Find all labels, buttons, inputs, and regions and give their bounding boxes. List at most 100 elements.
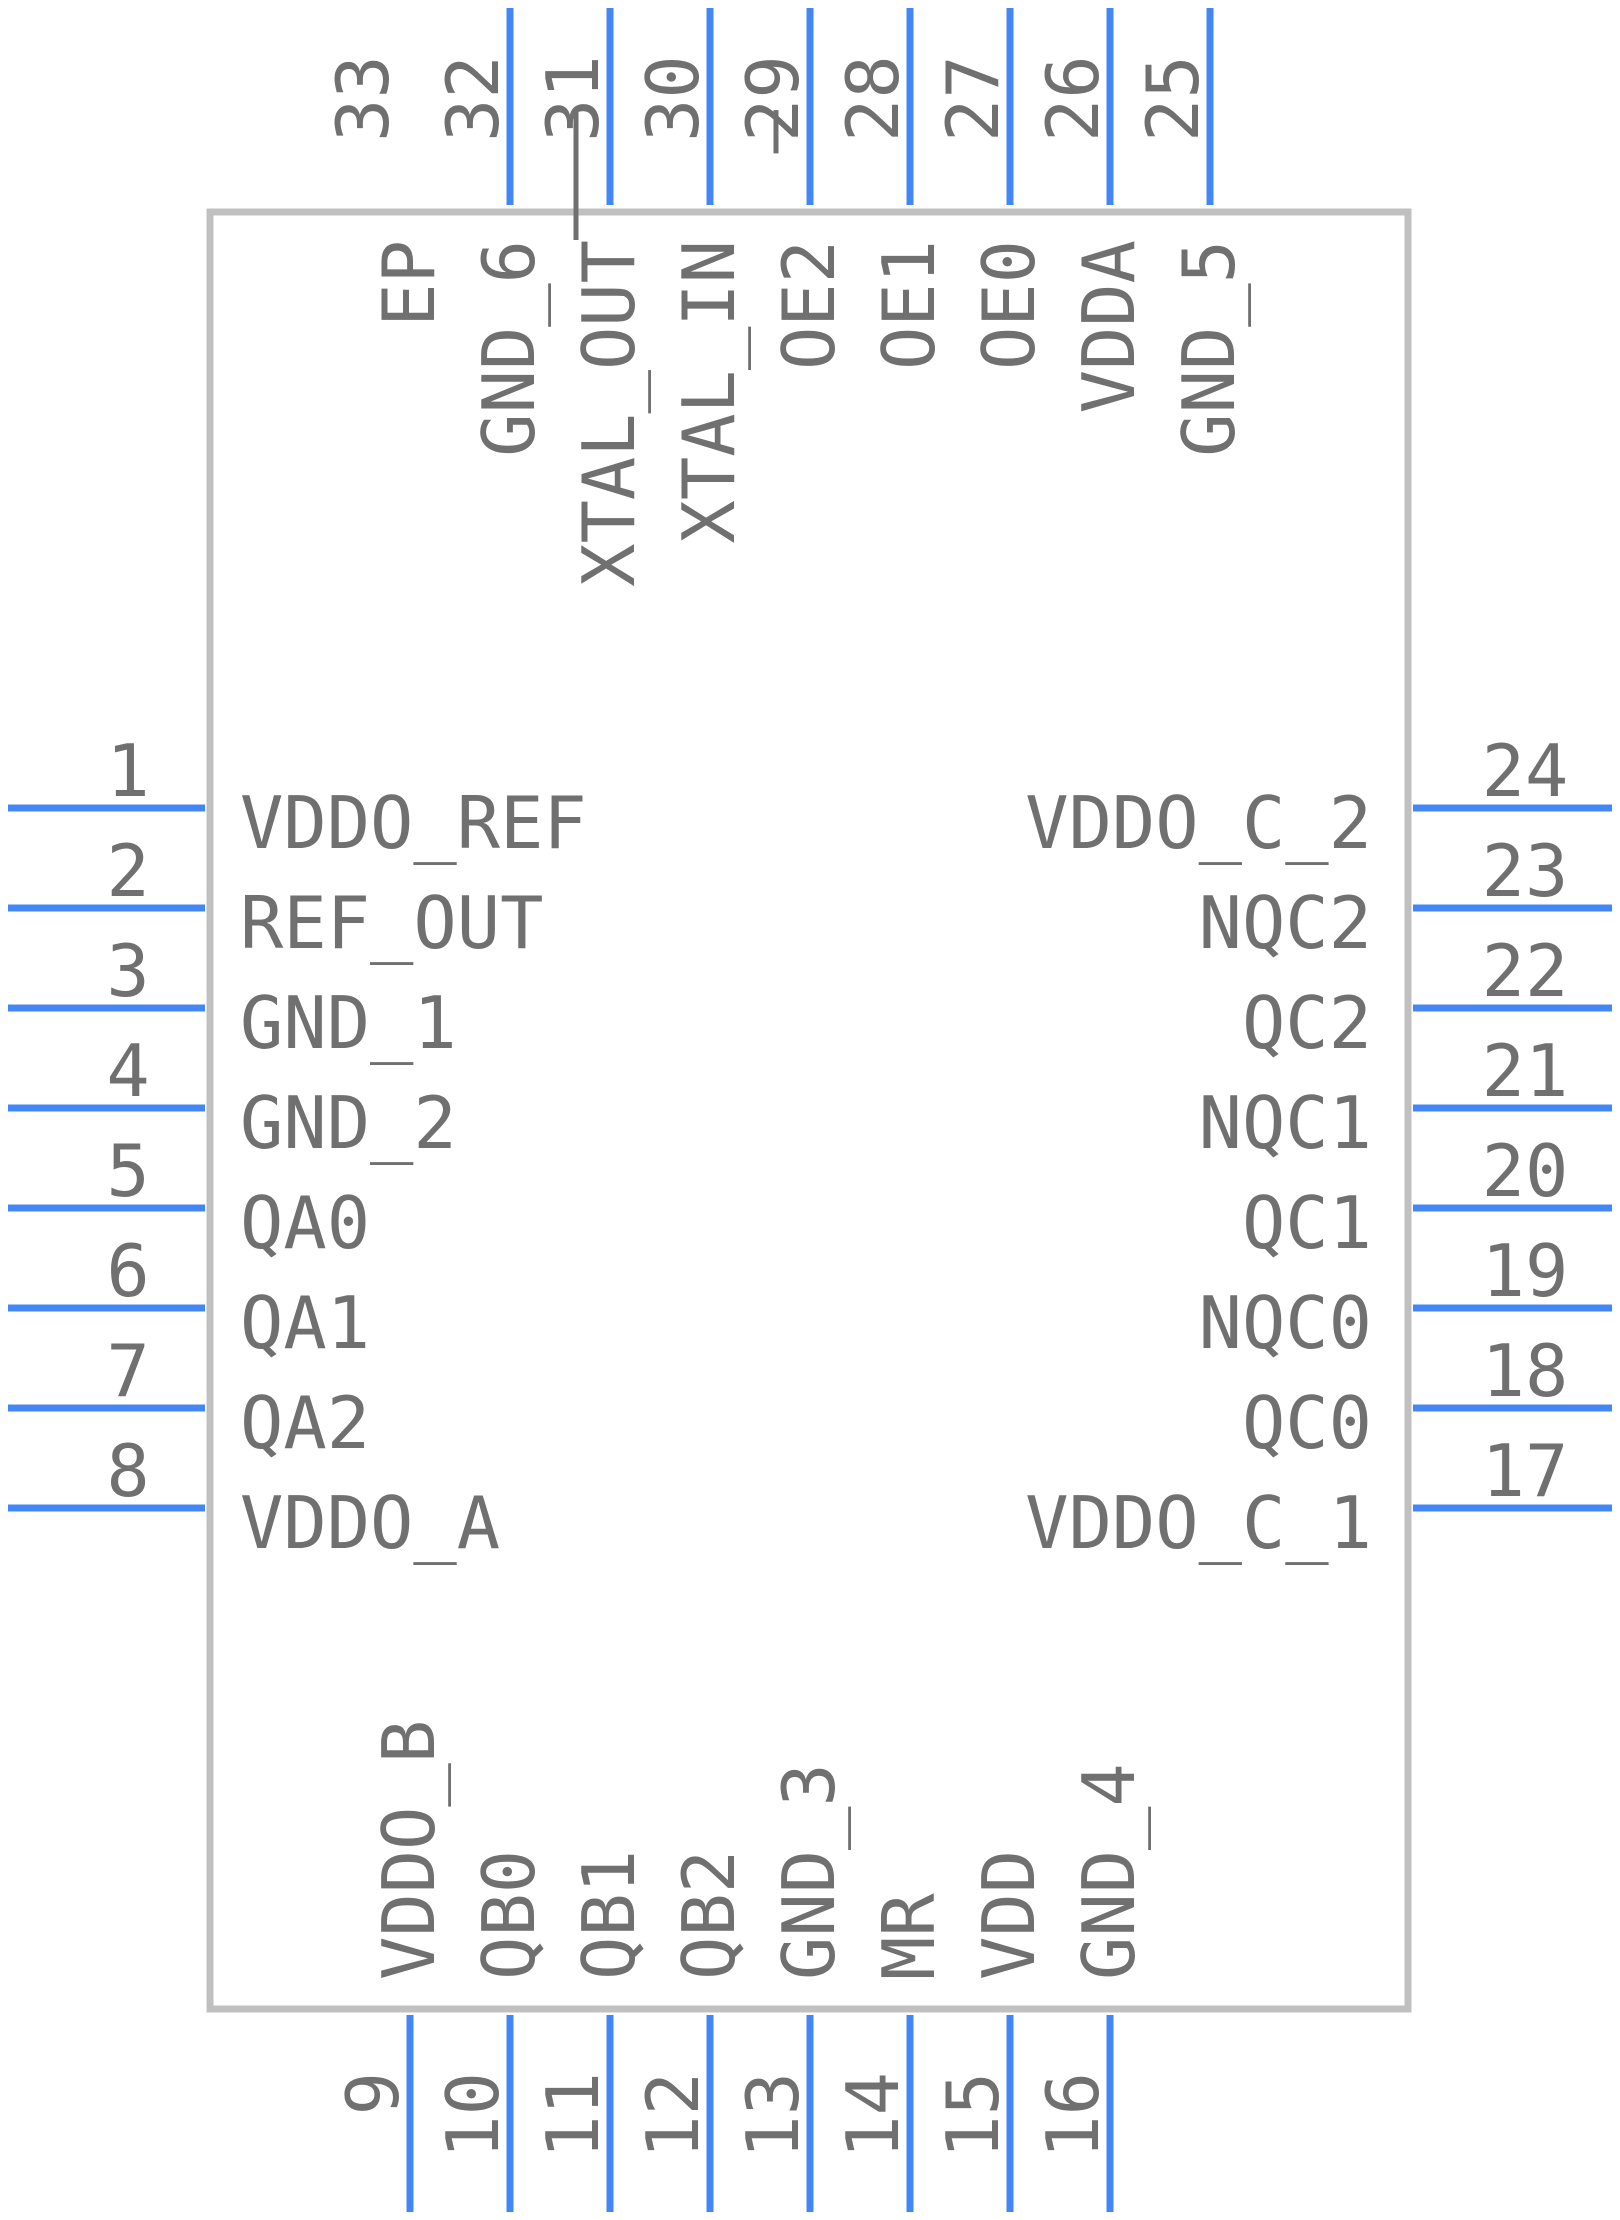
pin-name: QB0 (467, 1850, 551, 1980)
pin-name: GND_1 (240, 981, 457, 1065)
pin-name: QB1 (567, 1850, 651, 1980)
pin-name: GND_2 (240, 1081, 457, 1165)
pin-number: 4 (106, 1029, 149, 1113)
pin-name: VDDO_A (240, 1481, 500, 1565)
pin-12: 12 QB2 (631, 1850, 751, 2212)
pin-name: QA2 (240, 1381, 370, 1465)
pin-name: QC2 (1242, 981, 1372, 1065)
pin-number: 1 (106, 729, 149, 813)
pin-name: QA0 (240, 1181, 370, 1265)
top-pins: 33EP32GND_631XTAL_OUT30XTAL_IN29OE228OE1… (321, 8, 1251, 587)
pin-name: VDDO_REF (240, 781, 587, 865)
pin-number: 10 (431, 2072, 515, 2159)
pin-number: 16 (1031, 2072, 1115, 2159)
pin-name: XTAL_IN (667, 240, 751, 543)
pin-number: 27 (931, 55, 1015, 142)
pin-number: 20 (1482, 1129, 1569, 1213)
pin-name: XTAL_OUT (567, 240, 651, 587)
pin-name: REF_OUT (240, 881, 543, 965)
right-pins: 24VDDO_C_223NQC222QC221NQC120QC119NQC018… (1025, 729, 1612, 1565)
pin-name: NQC2 (1199, 881, 1372, 965)
pin-number: 6 (106, 1229, 149, 1313)
pin-name: MR (867, 1893, 951, 1980)
pin-name: QC1 (1242, 1181, 1372, 1265)
pin-number: 5 (106, 1129, 149, 1213)
pin-name: OE0 (967, 240, 1051, 370)
pin-name: VDDA (1067, 240, 1151, 413)
pin-number: 13 (731, 2072, 815, 2159)
pin-number: 2 (106, 829, 149, 913)
left-pins: 1VDDO_REF2REF_OUT3GND_14GND_25QA06QA17QA… (8, 729, 587, 1565)
pin-9: 9 VDDO_B (331, 1720, 451, 2212)
pin-number: 31 (531, 55, 615, 142)
pin-name: GND_4 (1067, 1763, 1151, 1980)
pin-number: 9 (331, 2072, 415, 2115)
pin-10: 10 QB0 (431, 1850, 551, 2212)
pin-number: 24 (1482, 729, 1569, 813)
pin-number: 30 (631, 55, 715, 142)
bottom-pins: 9 VDDO_B 10 QB0 11 QB1 12 QB2 13 GND_3 14 MR15VDD16… (331, 1720, 1151, 2212)
pin-name: NQC1 (1199, 1081, 1372, 1165)
pin-number: 33 (321, 55, 405, 142)
pin-number: 32 (431, 55, 515, 142)
pin-13: 13 GND_3 (731, 1763, 851, 2212)
pin-number: 8 (106, 1429, 149, 1513)
pin-number: 7 (106, 1329, 149, 1413)
pin-name: OE1 (867, 240, 951, 370)
pin-11: 11 QB1 (531, 1850, 651, 2212)
pin-name: VDDO_C_2 (1025, 781, 1372, 865)
pin-name: VDD (967, 1850, 1051, 1980)
pin-name: GND_6 (467, 240, 551, 457)
pin-name: GND_3 (767, 1763, 851, 1980)
pin-number: 26 (1031, 55, 1115, 142)
pin-name: QC0 (1242, 1381, 1372, 1465)
pin-name: VDDO_C_1 (1025, 1481, 1372, 1565)
pin-number: 3 (106, 929, 149, 1013)
pin-name: EP (367, 240, 451, 327)
chip-body (206, 208, 1412, 2013)
pin-number: 14 (831, 2072, 915, 2159)
pin-number: 19 (1482, 1229, 1569, 1313)
pin-number: 21 (1482, 1029, 1569, 1113)
pin-name: OE2 (767, 240, 851, 370)
pin-16: 16 GND_4 (1031, 1763, 1151, 2212)
pin-name: VDDO_B (367, 1720, 451, 1980)
pin-number: 23 (1482, 829, 1569, 913)
pin-name: NQC0 (1199, 1281, 1372, 1365)
pin-number: 25 (1131, 55, 1215, 142)
pin-name: QA1 (240, 1281, 370, 1365)
pin-name: QB2 (667, 1850, 751, 1980)
pin-number: 28 (831, 55, 915, 142)
pin-14: 14 MR (831, 1893, 951, 2212)
pin-number: 12 (631, 2072, 715, 2159)
pin-number: 18 (1482, 1329, 1569, 1413)
pin-name: GND_5 (1167, 240, 1251, 457)
pin-number: 11 (531, 2072, 615, 2159)
